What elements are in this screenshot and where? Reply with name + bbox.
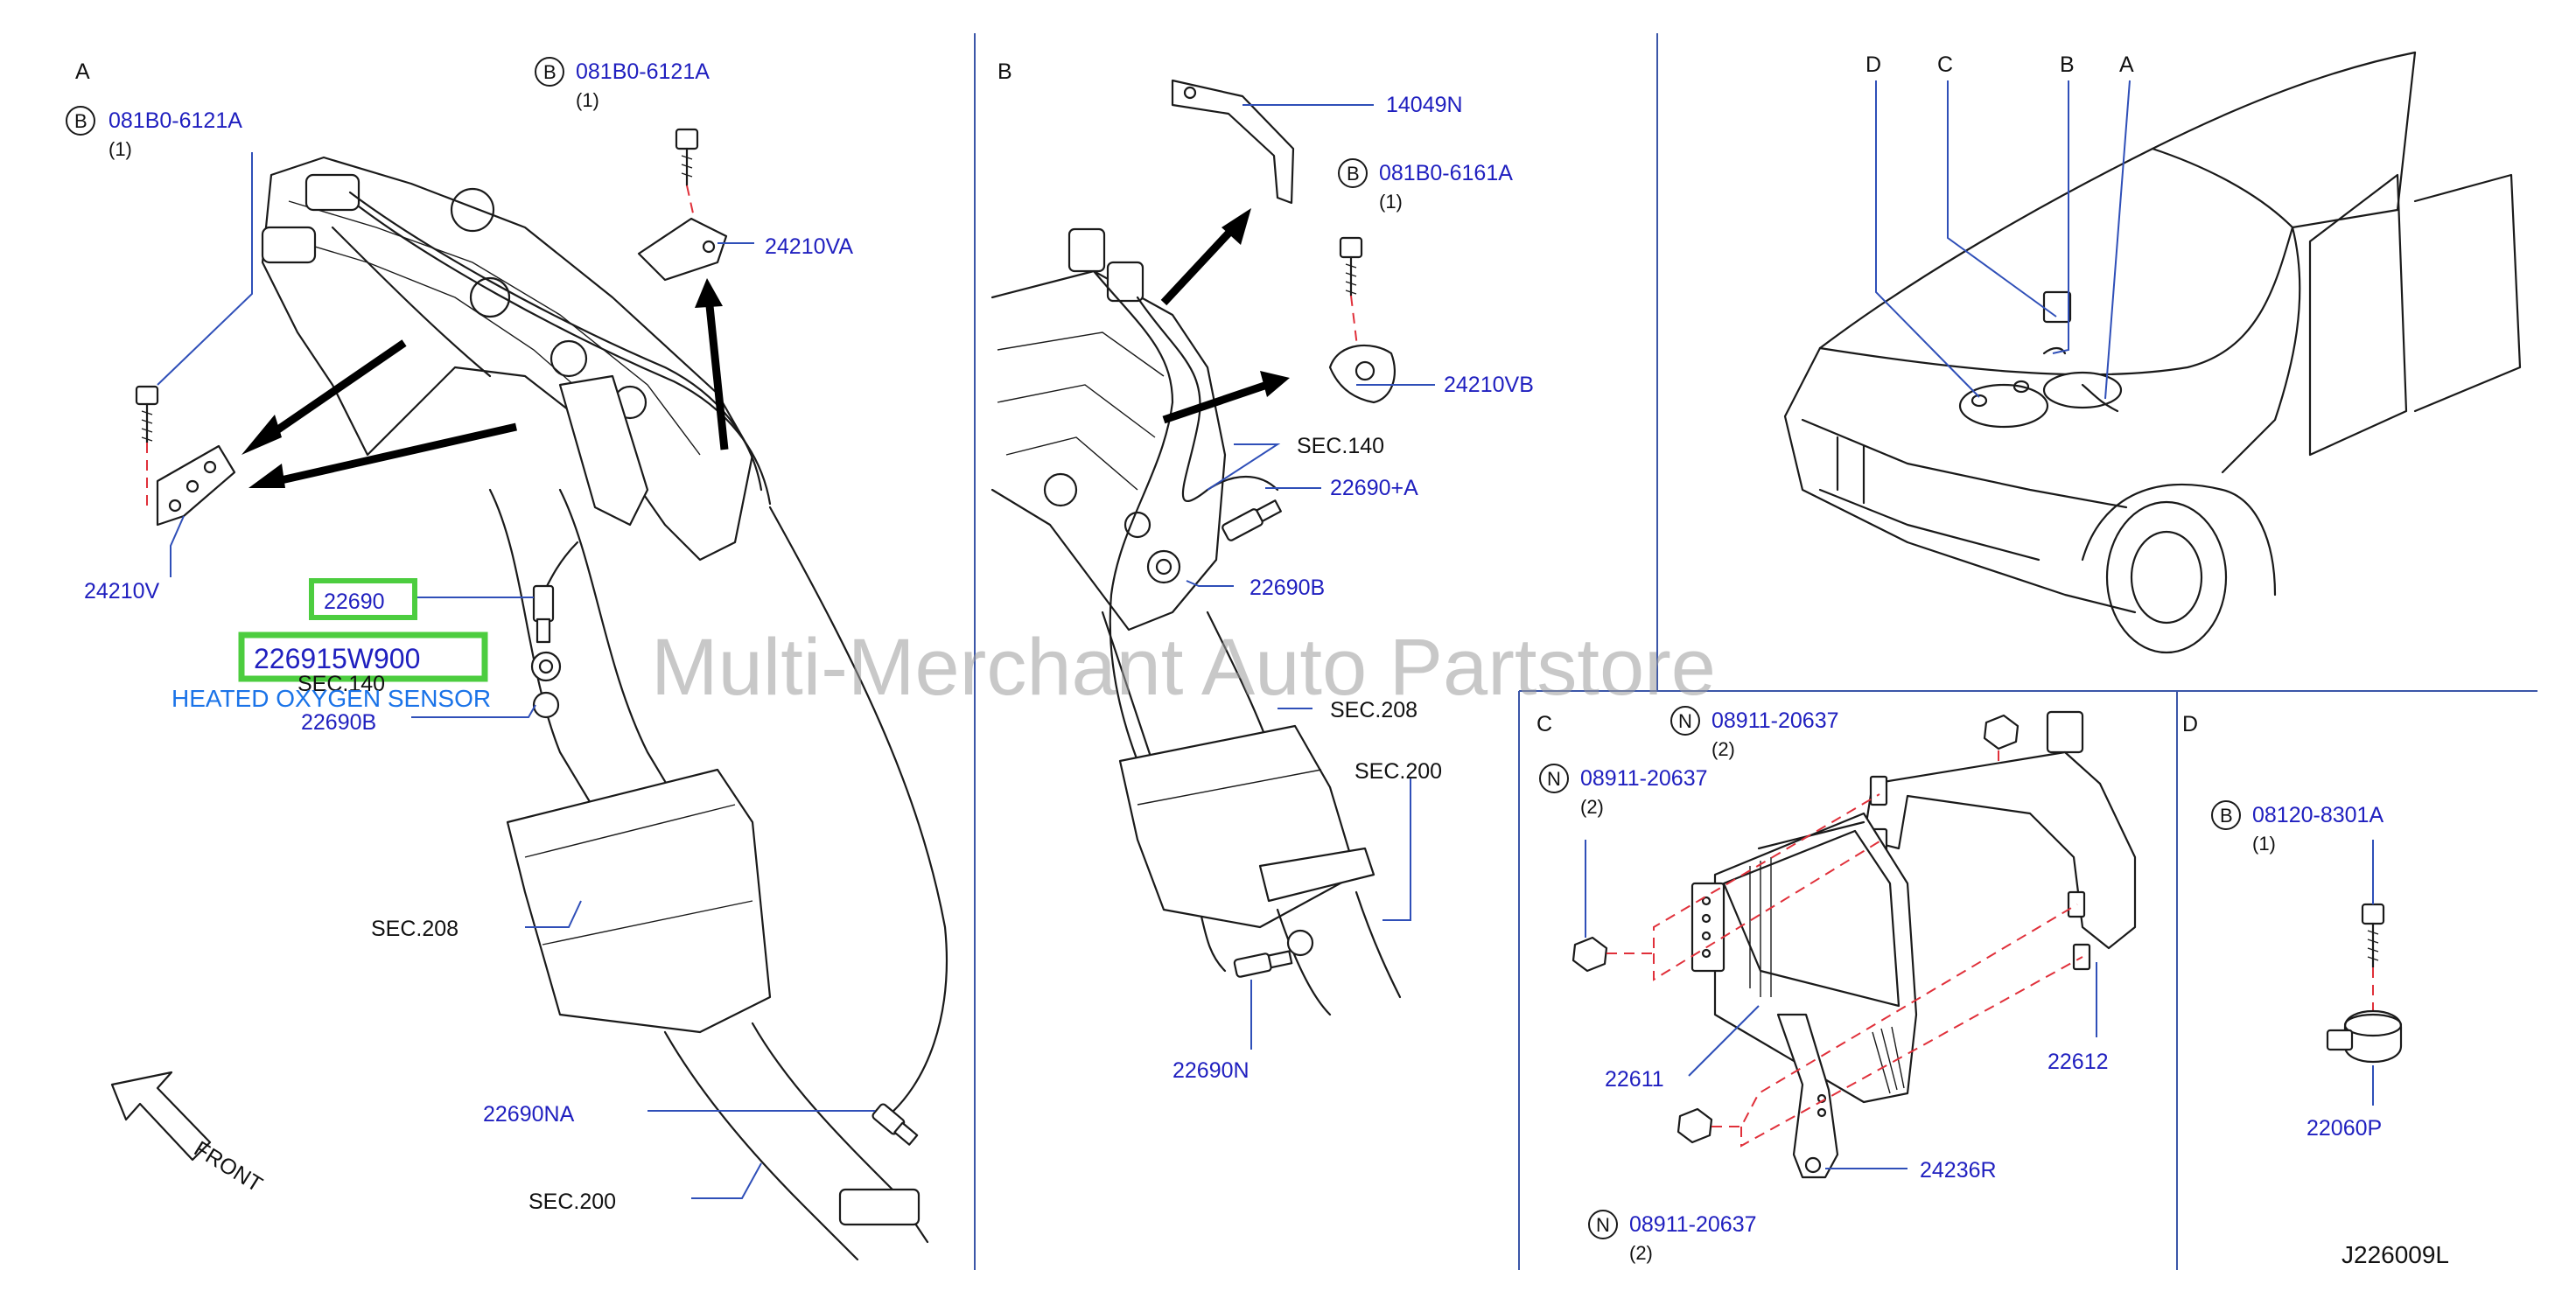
vehicle-leaders — [1875, 80, 2131, 400]
part-22611[interactable]: 22611 — [1605, 1067, 1664, 1092]
nut-code: N — [1547, 768, 1561, 790]
part-22690na[interactable]: 22690NA — [483, 1102, 575, 1127]
nut-quantity-c2: (2) — [1580, 796, 1604, 818]
panel-d-drawing — [2326, 903, 2403, 1063]
bolt-code: B — [1347, 163, 1360, 185]
nut-quantity-c1: (2) — [1712, 738, 1735, 760]
bolt-code: B — [74, 110, 88, 132]
bolt-part-number-a1[interactable]: 081B0-6121A — [108, 108, 242, 133]
vehicle-label-d: D — [1866, 52, 1881, 77]
bolt-quantity-a2: (1) — [576, 89, 599, 111]
bolt-code-circle — [2211, 800, 2241, 830]
nut-code: N — [1678, 710, 1692, 732]
panel-b-letter: B — [998, 59, 1012, 84]
panel-a-leaders — [157, 152, 875, 1199]
nut-part-number-c3[interactable]: 08911-20637 — [1629, 1212, 1757, 1237]
part-22690n[interactable]: 22690N — [1172, 1058, 1250, 1083]
nut-code-circle — [1670, 706, 1700, 736]
bolt-part-number-b[interactable]: 081B0-6161A — [1379, 161, 1513, 185]
panel-b-labels: B 14049N B 081B0-6161A (1) 24210VB SEC.1… — [998, 59, 1534, 1083]
panel-c-drawing — [1572, 710, 2137, 1179]
sensor-number-highlight-box — [238, 632, 488, 682]
bolt-part-number-d[interactable]: 08120-8301A — [2252, 803, 2384, 827]
panel-b-leaders — [1186, 104, 1435, 1050]
part-24210v[interactable]: 24210V — [84, 579, 160, 604]
nut-part-number-c2[interactable]: 08911-20637 — [1580, 766, 1708, 791]
ref-sec208-b[interactable]: SEC.208 — [1330, 698, 1418, 722]
part-24210va[interactable]: 24210VA — [765, 234, 853, 259]
panel-a-labels: A B 081B0-6121A (1) B 081B0-6121A (1) 24… — [66, 57, 853, 1214]
panel-a-drawing — [110, 128, 948, 1261]
panel-c-letter: C — [1536, 712, 1552, 736]
bolt-quantity-b: (1) — [1379, 191, 1403, 213]
bolt-code-circle — [535, 57, 564, 87]
panel-d-letter: D — [2182, 712, 2198, 736]
bolt-code: B — [543, 61, 556, 83]
panel-dividers — [974, 33, 2538, 1270]
bolt-code: B — [2220, 805, 2233, 827]
bolt-code-circle — [66, 106, 95, 136]
vehicle-labels: D C B A — [1866, 52, 2134, 77]
bolt-quantity-d: (1) — [2252, 833, 2276, 855]
nut-quantity-c3: (2) — [1629, 1242, 1653, 1264]
panel-d-labels: D B 08120-8301A (1) 22060P J226009L — [2182, 712, 2449, 1268]
vehicle-view — [1783, 51, 2522, 654]
ref-sec200-b[interactable]: SEC.200 — [1354, 759, 1442, 784]
vehicle-label-c: C — [1937, 52, 1953, 77]
part-24210vb[interactable]: 24210VB — [1444, 373, 1534, 397]
ref-sec208-a[interactable]: SEC.208 — [371, 917, 458, 941]
vehicle-label-b: B — [2060, 52, 2075, 77]
part-22690b-b[interactable]: 22690B — [1250, 576, 1325, 600]
part-22612[interactable]: 22612 — [2048, 1050, 2109, 1074]
part-22690b-a[interactable]: 22690B — [301, 710, 376, 735]
panel-a-letter: A — [75, 59, 90, 84]
bolt-code-circle — [1338, 158, 1368, 188]
panel-c-leaders — [1585, 840, 2097, 1169]
front-label: FRONT — [190, 1136, 267, 1197]
watermark: Multi-Merchant Auto Partstore — [651, 623, 1716, 712]
nut-code: N — [1596, 1214, 1610, 1236]
ref-sec140-b[interactable]: SEC.140 — [1297, 434, 1384, 458]
bolt-quantity-a1: (1) — [108, 138, 132, 160]
nut-code-circle — [1539, 764, 1569, 793]
diagram-code: J226009L — [2342, 1241, 2449, 1268]
nut-code-circle — [1588, 1210, 1618, 1239]
sensor-number-highlighted[interactable]: 226915W900 — [254, 643, 420, 674]
ref-sec140-a[interactable]: SEC.140 — [298, 672, 385, 696]
part-14049n[interactable]: 14049N — [1386, 93, 1463, 117]
panel-c-labels: C N 08911-20637 (2) N 08911-20637 (2) 22… — [1536, 706, 2109, 1264]
part-22690-highlighted[interactable]: 22690 — [324, 590, 385, 614]
ref-sec200-a[interactable]: SEC.200 — [528, 1190, 616, 1214]
sensor-highlight-box — [309, 578, 417, 620]
nut-part-number-c1[interactable]: 08911-20637 — [1712, 708, 1839, 733]
sensor-name: HEATED OXYGEN SENSOR — [172, 685, 491, 712]
part-22060p[interactable]: 22060P — [2306, 1116, 2382, 1141]
vehicle-label-a: A — [2119, 52, 2134, 77]
part-24236r[interactable]: 24236R — [1920, 1158, 1997, 1183]
bolt-part-number-a2[interactable]: 081B0-6121A — [576, 59, 710, 84]
panel-b-drawing — [990, 79, 1402, 1016]
part-22690a[interactable]: 22690+A — [1330, 476, 1418, 500]
